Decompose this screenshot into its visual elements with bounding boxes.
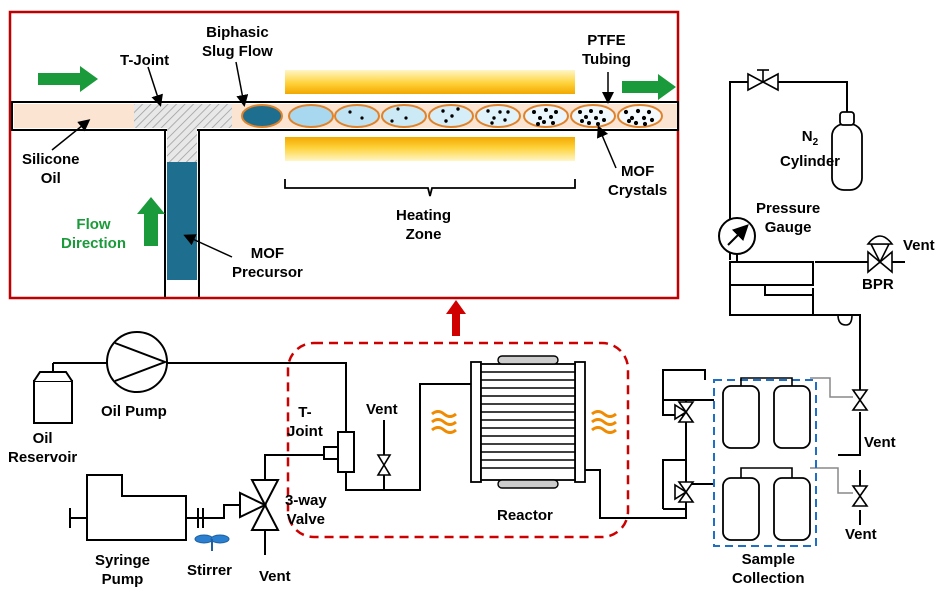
collection-valve-bottom xyxy=(674,481,695,503)
reactor-zone-box xyxy=(286,341,630,539)
slug-train xyxy=(241,104,663,128)
flow-arrow-up xyxy=(137,197,165,246)
pressure-gauge-icon xyxy=(718,217,756,262)
bpr-valve xyxy=(866,235,894,274)
heating-zone-brace xyxy=(284,179,576,197)
heat-waves-right xyxy=(591,410,617,434)
label-bpr: BPR xyxy=(862,276,894,293)
three-way-valve xyxy=(239,479,280,531)
label-vent-bottom: Vent xyxy=(259,568,291,585)
label-stirrer: Stirrer xyxy=(187,562,233,579)
vent-valve-middle xyxy=(376,454,392,476)
label-vent-middle: Vent xyxy=(366,401,398,418)
silicone-oil-fill xyxy=(14,104,134,128)
label-t-joint-top: T-Joint xyxy=(120,52,170,69)
n2-cylinder xyxy=(831,111,863,191)
vent-valve-right-2 xyxy=(851,485,869,498)
manifold xyxy=(729,261,814,286)
flow-arrow-left xyxy=(38,66,98,92)
heater-top xyxy=(285,70,575,94)
t-joint-fitting xyxy=(337,431,355,473)
label-vent-right-2: Vent xyxy=(845,526,877,543)
t-joint-body xyxy=(134,104,232,128)
label-vent-right-1: Vent xyxy=(864,434,896,451)
label-vent-bpr: Vent xyxy=(903,237,935,254)
collection-valve-top xyxy=(674,401,695,423)
label-reactor: Reactor xyxy=(497,507,553,524)
label-t-joint-bottom: T-Joint xyxy=(287,404,323,440)
zoom-arrow xyxy=(446,300,466,336)
heat-waves-left xyxy=(431,410,457,434)
flow-arrow-right xyxy=(622,74,676,100)
t-joint-stem xyxy=(167,128,197,162)
label-oil-pump: Oil Pump xyxy=(101,403,167,420)
oil-reservoir xyxy=(33,363,73,424)
syringe-pump xyxy=(69,474,204,541)
vent-valve-right-1 xyxy=(851,389,869,402)
heater-bottom xyxy=(285,137,575,161)
stirrer-icon xyxy=(194,534,230,551)
n2-valve xyxy=(747,69,779,92)
oil-pump xyxy=(106,331,168,393)
reactor-coil xyxy=(470,355,586,489)
sample-vessels xyxy=(722,385,811,541)
mof-precursor-fill xyxy=(167,162,197,280)
sample-collection-box xyxy=(713,379,817,547)
